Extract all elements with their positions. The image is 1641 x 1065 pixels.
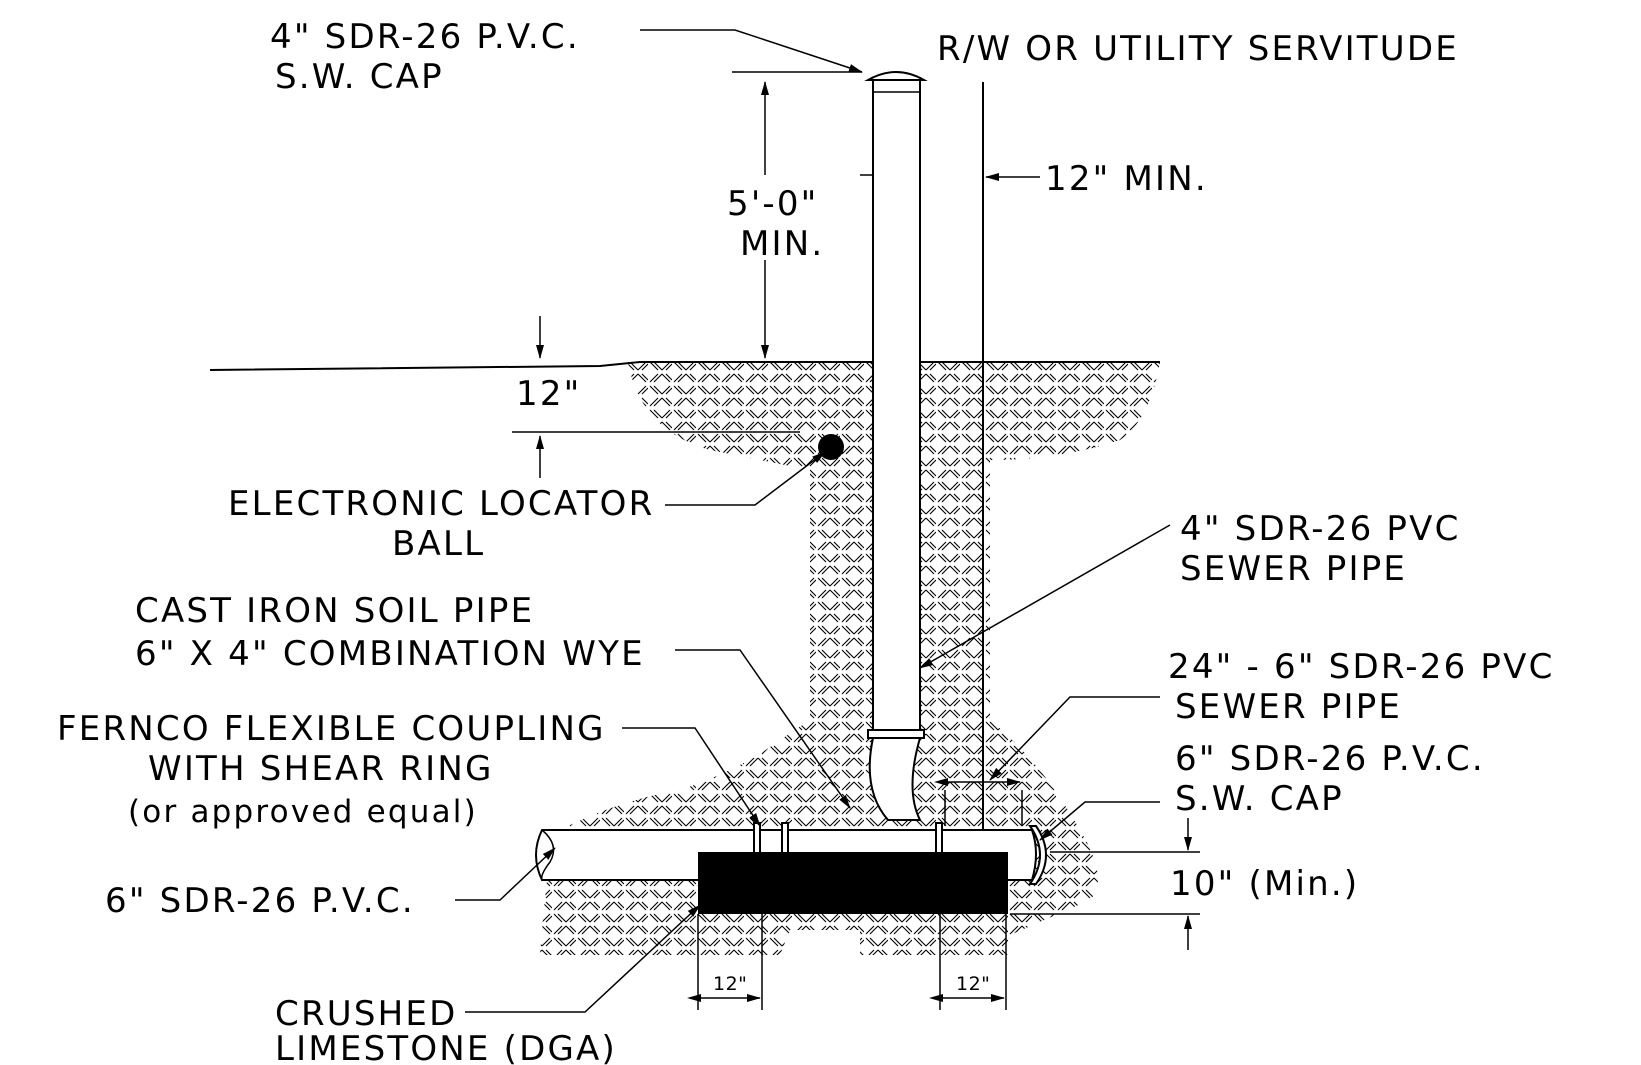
label-sewer4-line2: SEWER PIPE [1180,549,1407,589]
riser-pipe [872,77,921,734]
label-cap6-line1: 6" SDR-26 P.V.C. [1175,739,1485,779]
label-sewer24-line2: SEWER PIPE [1175,687,1402,727]
label-min12: 12" MIN. [1045,159,1208,199]
leader-fernco [622,727,761,827]
leader-sewer4 [919,524,1171,669]
pipe-break-mark [540,829,555,881]
cap-4in [864,71,928,81]
label-sewer24-line1: 24" - 6" SDR-26 PVC [1168,647,1555,687]
label-height-line1: 5'-0" [727,184,819,224]
wye-fitting [868,737,922,821]
leader-limestone [465,904,701,1013]
label-fernco-line3: (or approved equal) [128,794,478,830]
leader-cap4 [640,29,863,73]
leader-sewer24 [989,696,1160,781]
label-cap4-line1: 4" SDR-26 P.V.C. [270,17,580,57]
label-cap6-line2: S.W. CAP [1175,779,1344,819]
label-wye-line1: CAST IRON SOIL PIPE [135,591,534,631]
label-bed-left: 12" [713,973,747,995]
label-limestone-line1: CRUSHED [275,994,457,1034]
label-min10: 10" (Min.) [1170,864,1359,904]
locator-ball [818,434,844,460]
label-depth12: 12" [516,374,582,414]
label-pvc6: 6" SDR-26 P.V.C. [105,881,415,921]
label-cap4-line2: S.W. CAP [275,57,444,97]
leader-cap6 [1039,801,1160,841]
label-locator-line1: ELECTRONIC LOCATOR [228,484,654,524]
riser-collar [867,729,925,739]
label-fernco-line1: FERNCO FLEXIBLE COUPLING [57,709,606,749]
leader-locator [665,451,826,506]
backfill-soil [540,362,1160,955]
label-fernco-line2: WITH SHEAR RING [148,749,494,789]
label-row: R/W OR UTILITY SERVITUDE [937,29,1459,69]
leader-pvc6 [455,847,556,901]
label-sewer4-line1: 4" SDR-26 PVC [1180,509,1461,549]
label-height-line2: MIN. [740,224,824,264]
crushed-limestone-bed [698,852,1008,914]
label-limestone-line2: LIMESTONE (DGA) [275,1029,617,1065]
leader-wye [675,649,851,809]
label-wye-line2: 6" X 4" COMBINATION WYE [135,634,645,674]
label-locator-line2: BALL [392,524,485,564]
label-bed-right: 12" [956,973,990,995]
